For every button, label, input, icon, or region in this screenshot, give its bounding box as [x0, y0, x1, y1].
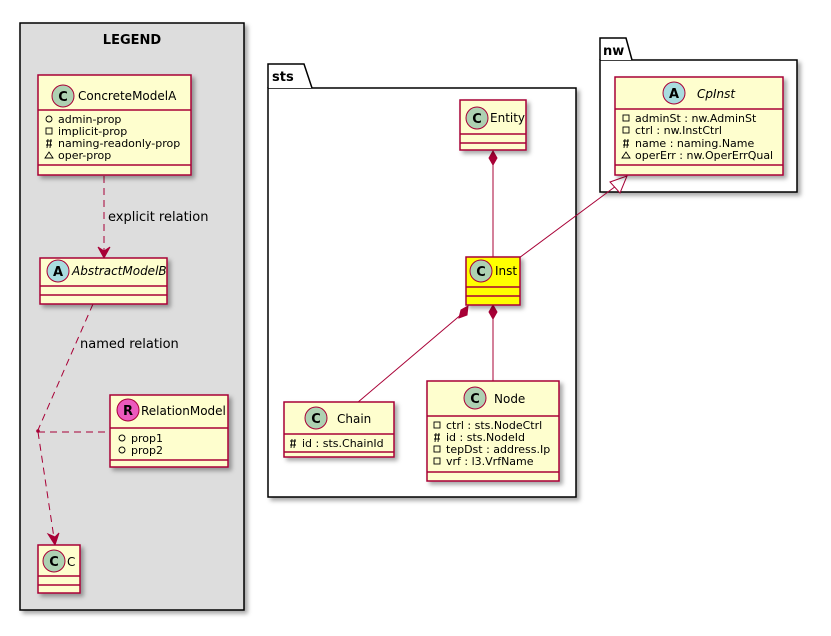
inst-cpinst-generalization-line: [518, 185, 617, 259]
attribute-list: ctrl : sts.NodeCtrl id : sts.NodeId tepD…: [433, 419, 550, 468]
attribute: prop1: [131, 432, 163, 445]
attribute: admin-prop: [58, 113, 121, 126]
attribute-list: prop1 prop2: [118, 432, 163, 457]
stereotype-letter: C: [311, 412, 321, 427]
class-name: Entity: [490, 111, 525, 125]
attribute: operErr : nw.OperErrQual: [635, 149, 773, 162]
attribute: prop2: [131, 444, 163, 457]
class-name: Inst: [495, 264, 517, 278]
composition-diamond: [458, 305, 469, 319]
class-relation-model[interactable]: R RelationModel prop1 prop2: [109, 394, 229, 468]
package-title: nw: [603, 44, 624, 59]
class-name: Chain: [337, 412, 371, 426]
class-stereotype-icon: [42, 549, 66, 573]
attribute-list: id : sts.ChainId: [290, 437, 384, 450]
class-stereotype-icon: [51, 84, 75, 108]
stereotype-letter: A: [53, 265, 63, 280]
class-box: [614, 76, 784, 176]
public-icon: [118, 434, 126, 442]
class-name: C: [67, 555, 75, 569]
class-stereotype-icon: [304, 406, 328, 430]
class-name: CpInst: [697, 87, 736, 101]
class-stereotype-icon: [469, 259, 493, 283]
class-cp-inst[interactable]: A CpInst adminSt : nw.AdminSt ctrl : nw.…: [614, 76, 784, 176]
protected-icon: [290, 438, 296, 449]
package-icon: [44, 151, 54, 159]
attribute: naming-readonly-prop: [58, 137, 180, 150]
composition-diamond: [488, 303, 498, 321]
class-name: RelationModel: [141, 404, 226, 418]
class-box: [426, 380, 560, 482]
attribute: name : naming.Name: [635, 137, 755, 150]
private-icon: [433, 457, 441, 465]
package-icon: [621, 151, 631, 159]
attribute: implicit-prop: [58, 125, 127, 138]
protected-icon: [623, 138, 629, 149]
package-tab: [599, 37, 633, 61]
class-concrete-model-a[interactable]: C ConcreteModelA admin-prop implicit-pro…: [37, 74, 192, 176]
relation-stereotype-icon: [116, 398, 140, 422]
public-icon: [118, 446, 126, 454]
attribute-list: admin-prop implicit-prop naming-readonly…: [44, 113, 180, 162]
package-tab: [267, 63, 313, 89]
class-abstract-model-b[interactable]: A AbstractModelB: [39, 257, 168, 305]
class-name: Node: [494, 392, 525, 406]
private-icon: [622, 114, 630, 122]
stereotype-letter: C: [472, 112, 482, 127]
class-name: AbstractModelB: [71, 264, 167, 278]
attribute: ctrl : nw.InstCtrl: [635, 124, 722, 137]
private-icon: [433, 421, 441, 429]
stereotype-letter: A: [669, 87, 679, 102]
attribute: id : sts.ChainId: [302, 437, 384, 450]
stereotype-letter: C: [58, 90, 68, 105]
protected-icon: [434, 432, 440, 443]
model-edges: [356, 149, 628, 404]
abstract-stereotype-icon: [46, 259, 70, 283]
abstract-stereotype-icon: [662, 81, 686, 105]
association-point: [36, 429, 40, 433]
stereotype-letter: R: [123, 404, 133, 419]
class-name: ConcreteModelA: [78, 89, 177, 103]
attribute: adminSt : nw.AdminSt: [635, 112, 757, 125]
class-box: [37, 74, 192, 176]
class-stereotype-icon: [465, 106, 489, 130]
public-icon: [45, 115, 53, 123]
attribute-list: adminSt : nw.AdminSt ctrl : nw.InstCtrl …: [621, 112, 773, 162]
inst-chain-composition-line: [356, 312, 464, 404]
legend-edges: explicit relation named relation: [36, 176, 208, 547]
attribute: id : sts.NodeId: [446, 431, 525, 444]
class-chain[interactable]: C Chain id : sts.ChainId: [283, 401, 395, 458]
named-relation-line-upper: [37, 303, 94, 431]
named-relation-arrow: [46, 532, 60, 547]
explicit-relation-arrow: [97, 246, 111, 260]
stereotype-letter: C: [49, 555, 59, 570]
generalization-arrowhead: [609, 175, 628, 194]
private-icon: [433, 445, 441, 453]
class-stereotype-icon: [463, 386, 487, 410]
legend-title: LEGEND: [103, 33, 162, 48]
private-icon: [45, 127, 53, 135]
attribute: oper-prop: [58, 149, 111, 162]
stereotype-letter: C: [470, 392, 480, 407]
stereotype-letter: C: [476, 265, 486, 280]
attribute: vrf : l3.VrfName: [446, 455, 534, 468]
composition-diamond: [488, 149, 498, 167]
class-box: [283, 401, 395, 458]
private-icon: [622, 126, 630, 134]
class-entity[interactable]: C Entity: [459, 99, 527, 151]
class-c[interactable]: C C: [37, 544, 81, 594]
protected-icon: [46, 138, 52, 149]
named-relation-label: named relation: [80, 337, 179, 352]
class-inst[interactable]: C Inst: [465, 256, 521, 306]
named-relation-line-lower: [37, 431, 55, 539]
class-node[interactable]: C Node ctrl : sts.NodeCtrl id : sts.Node…: [426, 380, 560, 482]
attribute: tepDst : address.Ip: [446, 443, 550, 456]
explicit-relation-label: explicit relation: [108, 210, 208, 225]
attribute: ctrl : sts.NodeCtrl: [446, 419, 542, 432]
package-title: sts: [272, 70, 294, 85]
